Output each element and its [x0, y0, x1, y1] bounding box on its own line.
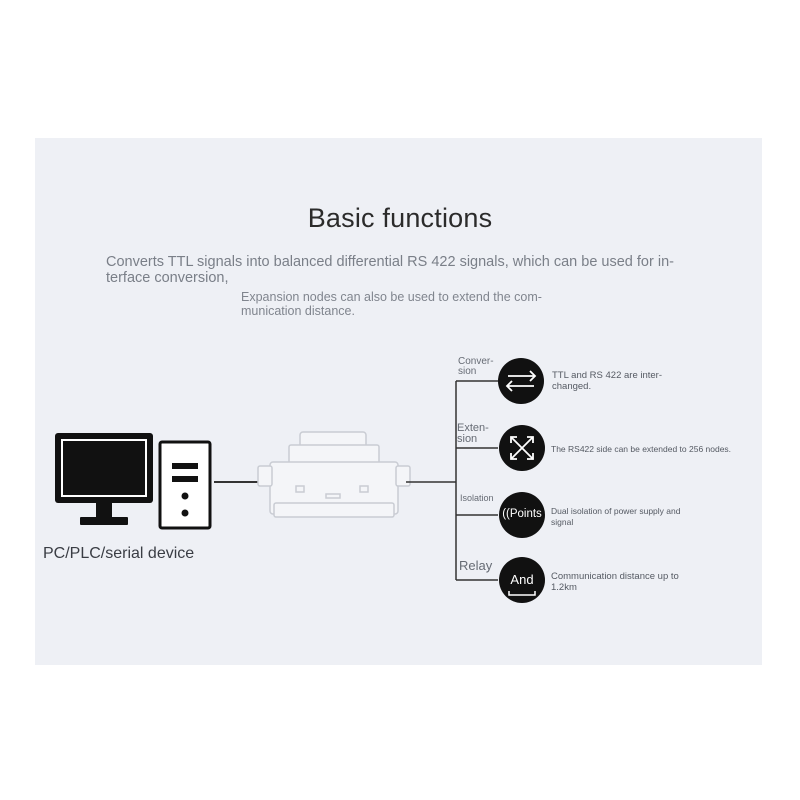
function-label-extension: Exten- sion — [457, 422, 489, 445]
arrows-exchange-icon — [498, 358, 544, 404]
main-description-line-2: terface conversion, — [106, 270, 229, 286]
function-label-isolation: Isolation — [460, 493, 494, 503]
isolation-icon-text: ((Points — [502, 508, 542, 520]
main-description-line-1: Converts TTL signals into balanced diffe… — [106, 254, 674, 270]
function-desc-relay: Communication distance up to 1.2km — [551, 571, 679, 593]
main-description: Converts TTL signals into balanced diffe… — [106, 254, 676, 286]
function-label-conversion: Conver- sion — [458, 356, 494, 377]
function-label-relay: Relay — [459, 558, 493, 573]
computer-tower-icon — [158, 440, 212, 530]
converter-module — [257, 431, 411, 518]
sub-description-line-2: munication distance. — [241, 304, 355, 318]
sub-description: Expansion nodes can also be used to exte… — [241, 290, 571, 318]
function-desc-isolation: Dual isolation of power supply and signa… — [551, 506, 681, 527]
pc-device-label: PC/PLC/serial device — [43, 545, 195, 562]
isolation-icon — [499, 492, 545, 538]
expand-arrows-icon — [499, 425, 545, 471]
sub-description-line-1: Expansion nodes can also be used to exte… — [241, 290, 542, 304]
relay-icon — [499, 557, 545, 603]
monitor-icon — [55, 433, 153, 525]
page-title: Basic functions — [307, 203, 493, 233]
relay-icon-text: And — [510, 572, 534, 587]
function-desc-conversion: TTL and RS 422 are inter- changed. — [552, 370, 663, 392]
function-desc-extension: The RS422 side can be extended to 256 no… — [551, 444, 732, 454]
diagram-panel — [35, 138, 762, 665]
